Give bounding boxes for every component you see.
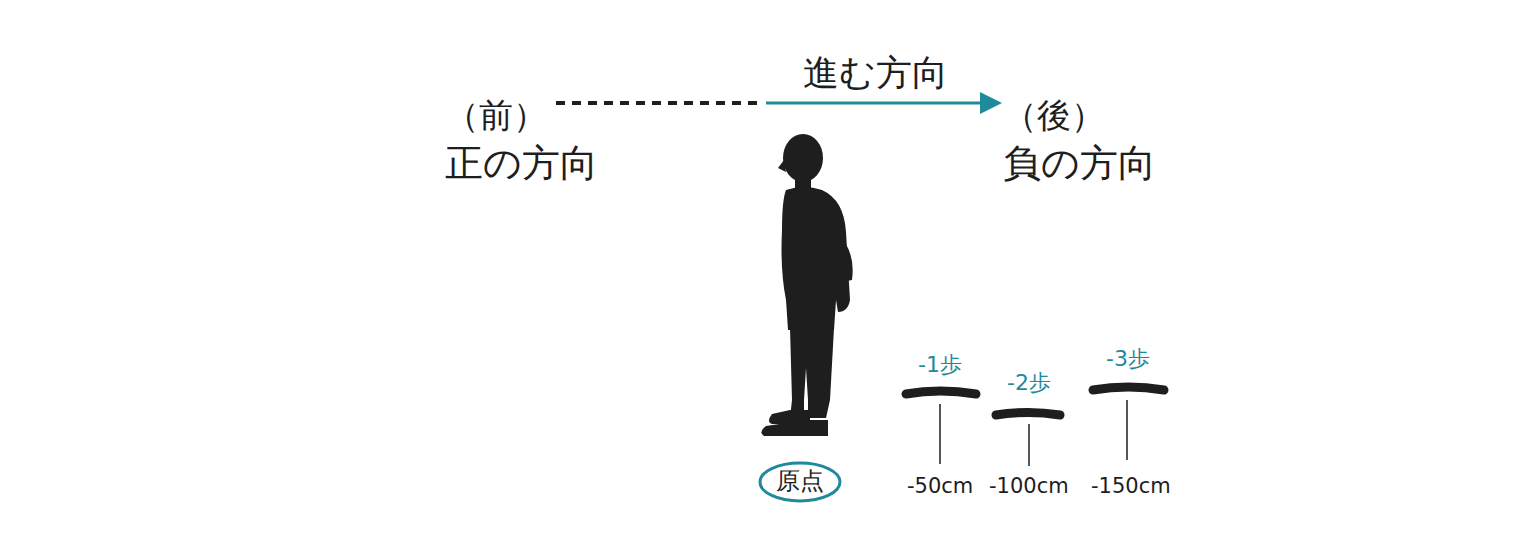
step-mark [996,413,1060,416]
leader-line [939,404,941,464]
position-label: （前） [445,96,547,135]
step-label: -3歩 [1106,346,1150,371]
distance-label: -50cm [907,474,973,498]
direction-arrow [766,102,984,105]
dashed-line [556,101,760,105]
origin-ellipse: 原点 [758,461,842,503]
distance-label: -150cm [1091,474,1171,498]
leader-line [1126,400,1128,460]
arrow-label: 進む方向 [803,52,948,93]
step-mark [906,391,976,394]
step-mark [1093,387,1164,390]
step-label: -1歩 [918,352,962,377]
direction-label: 負の方向 [1003,142,1156,186]
node-text: 原点 [758,468,842,496]
step-label: -2歩 [1007,370,1051,395]
position-label: （後） [1003,96,1105,135]
direction-label: 正の方向 [445,142,598,186]
person-silhouette [761,134,852,436]
leader-line [1028,424,1030,466]
distance-label: -100cm [989,474,1069,498]
arrow-head [980,92,1002,114]
